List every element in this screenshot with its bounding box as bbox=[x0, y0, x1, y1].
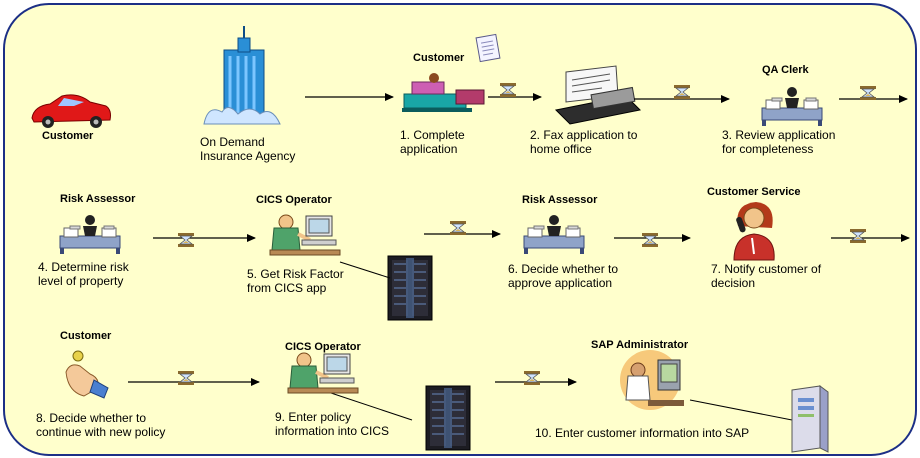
step-4-label: 4. Determine risk bbox=[38, 260, 129, 274]
fax-machine-icon bbox=[554, 65, 642, 125]
hourglass-icon bbox=[673, 84, 691, 100]
step-5-label: 5. Get Risk Factor bbox=[247, 267, 344, 281]
document-icon bbox=[475, 33, 501, 63]
customer-title: Customer bbox=[42, 130, 94, 142]
step-7-label: decision bbox=[711, 276, 756, 290]
risk-assessor-title: Risk Assessor bbox=[60, 193, 136, 205]
clerk-desk-icon bbox=[59, 214, 121, 255]
clerk-desk-icon bbox=[761, 86, 823, 127]
hourglass-icon bbox=[177, 370, 195, 386]
sap-admin-icon bbox=[620, 350, 684, 410]
step-2-label: 2. Fax application to bbox=[530, 128, 638, 142]
hourglass-icon bbox=[523, 370, 541, 386]
workstation-icon bbox=[402, 73, 485, 112]
step-6-label: 6. Decide whether to bbox=[508, 262, 619, 276]
hand-coin-icon bbox=[65, 350, 109, 399]
agency-label-line1: On Demand bbox=[200, 135, 265, 149]
hourglass-icon bbox=[859, 85, 877, 101]
step-7-label: 7. Notify customer of bbox=[711, 262, 822, 276]
step-8-label: 8. Decide whether to bbox=[36, 411, 147, 425]
step-4-label: level of property bbox=[38, 274, 124, 288]
step-9-label: 9. Enter policy bbox=[275, 410, 352, 424]
hourglass-icon bbox=[849, 228, 867, 244]
hourglass-icon bbox=[499, 82, 517, 98]
clerk-desk-icon bbox=[523, 214, 585, 255]
customer-title: Customer bbox=[60, 330, 112, 342]
server-tower-icon bbox=[791, 385, 829, 453]
sap-administrator-title: SAP Administrator bbox=[591, 339, 689, 351]
connector-line bbox=[339, 261, 391, 279]
hourglass-icon bbox=[449, 220, 467, 236]
operator-icon bbox=[268, 213, 342, 257]
customer-title: Customer bbox=[413, 52, 465, 64]
step-3-label: for completeness bbox=[722, 142, 814, 156]
mainframe-server-icon bbox=[425, 385, 471, 451]
connector-line bbox=[689, 399, 793, 421]
mainframe-server-icon bbox=[387, 255, 433, 321]
step-9-label: information into CICS bbox=[275, 424, 390, 438]
step-10-label: 10. Enter customer information into SAP bbox=[535, 426, 750, 440]
step-1-label: application bbox=[400, 142, 458, 156]
cics-operator-title: CICS Operator bbox=[285, 341, 361, 353]
phone-agent-icon bbox=[733, 202, 775, 261]
car-icon bbox=[31, 94, 111, 128]
qa-clerk-title: QA Clerk bbox=[762, 64, 809, 76]
step-1-label: 1. Complete bbox=[400, 128, 465, 142]
risk-assessor-title: Risk Assessor bbox=[522, 194, 598, 206]
step-8-label: continue with new policy bbox=[36, 425, 166, 439]
step-3-label: 3. Review application bbox=[722, 128, 836, 142]
building-icon bbox=[203, 26, 281, 125]
step-2-label: home office bbox=[530, 142, 592, 156]
customer-service-title: Customer Service bbox=[707, 186, 801, 198]
operator-icon bbox=[286, 351, 360, 395]
agency-label-line2: Insurance Agency bbox=[200, 149, 296, 163]
step-5-label: from CICS app bbox=[247, 281, 327, 295]
step-6-label: approve application bbox=[508, 276, 613, 290]
hourglass-icon bbox=[641, 232, 659, 248]
connector-line bbox=[327, 391, 413, 421]
cics-operator-title: CICS Operator bbox=[256, 194, 332, 206]
hourglass-icon bbox=[177, 232, 195, 248]
